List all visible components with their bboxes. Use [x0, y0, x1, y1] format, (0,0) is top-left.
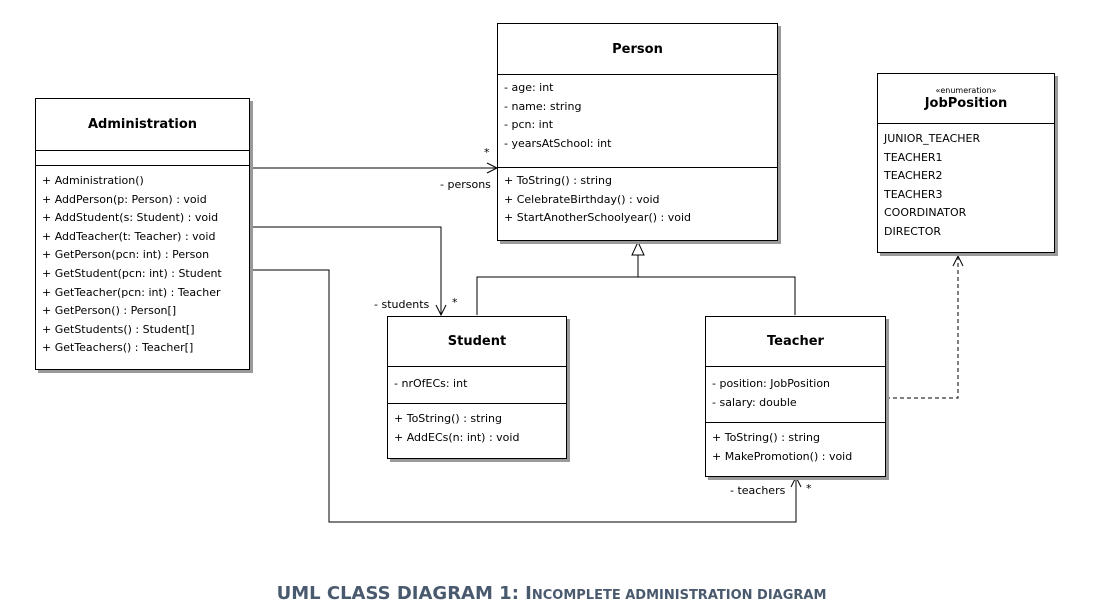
- enum-jobposition-header: «enumeration» JobPosition: [878, 74, 1054, 123]
- dependency-jobposition-arrowhead: [952, 254, 964, 267]
- dependency-jobposition-line: [886, 256, 959, 399]
- attribute-row: - nrOfECs: int: [394, 377, 468, 390]
- operation-row: + GetStudent(pcn: int) : Student: [42, 266, 222, 280]
- operation-row: + AddTeacher(t: Teacher) : void: [42, 229, 216, 243]
- class-student-header: Student: [388, 317, 566, 366]
- class-person-header: Person: [498, 24, 777, 74]
- class-teacher-attributes: - position: JobPosition - salary: double: [706, 366, 885, 422]
- attribute-row: - yearsAtSchool: int: [504, 136, 612, 150]
- association-teachers-line: [250, 269, 797, 523]
- operation-row: + GetTeacher(pcn: int) : Teacher: [42, 285, 221, 299]
- association-teachers-arrowhead: [790, 475, 802, 488]
- enum-literal-row: TEACHER1: [884, 150, 943, 164]
- class-name: Teacher: [767, 334, 824, 349]
- class-administration: Administration + Administration() + AddPe…: [35, 98, 250, 370]
- generalization-teacher-line: [638, 276, 796, 315]
- attribute-row: - pcn: int: [504, 118, 554, 132]
- class-person-attributes: - age: int - name: string - pcn: int - year…: [498, 74, 777, 167]
- enum-literal-row: COORDINATOR: [884, 206, 967, 220]
- generalization-triangle: [631, 240, 645, 256]
- association-students-line: [250, 226, 442, 315]
- enum-jobposition: «enumeration» JobPosition JUNIOR_TEACHER…: [877, 73, 1055, 253]
- attribute-row: - position: JobPosition: [712, 377, 831, 390]
- class-student-operations: + ToString() : string + AddECs(n: int) : …: [388, 403, 566, 451]
- operation-row: + ToString() : string: [394, 412, 502, 425]
- class-name: Person: [612, 41, 663, 57]
- enum-literal-row: TEACHER3: [884, 187, 943, 201]
- operation-row: + GetPerson() : Person[]: [42, 304, 177, 318]
- class-name: Administration: [87, 117, 198, 132]
- association-students-arrowhead: [435, 304, 447, 317]
- generalization-student-line: [476, 276, 638, 315]
- operation-row: + MakePromotion() : void: [712, 449, 853, 463]
- class-student: Student - nrOfECs: int + ToString() : st…: [387, 316, 567, 459]
- class-person-operations: + ToString() : string + CelebrateBirthday…: [498, 167, 777, 232]
- diagram-caption: UML CLASS DIAGRAM 1: INCOMPLETE ADMINIST…: [0, 583, 1103, 604]
- operation-row: + GetStudents() : Student[]: [42, 322, 195, 336]
- operation-row: + ToString() : string: [504, 174, 612, 187]
- operation-row: + GetPerson(pcn: int) : Person: [42, 248, 210, 262]
- caption-rest: NCOMPLETE ADMINISTRATION DIAGRAM: [531, 588, 827, 603]
- class-administration-operations: + Administration() + AddPerson(p: Person)…: [36, 165, 249, 362]
- students-multiplicity: *: [452, 296, 458, 309]
- operation-row: + AddECs(n: int) : void: [394, 430, 520, 444]
- enum-literal-row: TEACHER2: [884, 169, 943, 183]
- operation-row: + Administration(): [42, 174, 144, 187]
- class-student-attributes: - nrOfECs: int: [388, 366, 566, 403]
- attribute-row: - age: int: [504, 81, 554, 94]
- attribute-row: - name: string: [504, 99, 582, 113]
- class-administration-attributes: [36, 150, 249, 165]
- class-teacher-header: Teacher: [706, 317, 885, 366]
- attribute-row: - salary: double: [712, 395, 797, 409]
- caption-prefix: UML CLASS DIAGRAM 1: I: [276, 583, 532, 604]
- operation-row: + AddPerson(p: Person) : void: [42, 192, 207, 206]
- students-role-label: - students: [374, 298, 430, 311]
- operation-row: + AddStudent(s: Student) : void: [42, 211, 219, 225]
- persons-multiplicity: *: [484, 146, 490, 159]
- class-name: Student: [447, 334, 507, 349]
- class-teacher: Teacher - position: JobPosition - salary:…: [705, 316, 886, 477]
- persons-role-label: - persons: [440, 178, 491, 191]
- teachers-role-label: - teachers: [730, 484, 786, 497]
- class-teacher-operations: + ToString() : string + MakePromotion() :…: [706, 422, 885, 470]
- class-administration-header: Administration: [36, 99, 249, 150]
- operation-row: + CelebrateBirthday() : void: [504, 192, 660, 206]
- class-name: JobPosition: [924, 96, 1008, 111]
- teachers-multiplicity: *: [806, 482, 812, 495]
- operation-row: + GetTeachers() : Teacher[]: [42, 341, 194, 355]
- class-person: Person - age: int - name: string - pcn: in…: [497, 23, 778, 241]
- operation-row: + StartAnotherSchoolyear() : void: [504, 211, 692, 225]
- operation-row: + ToString() : string: [712, 431, 820, 444]
- enum-literal-row: JUNIOR_TEACHER: [884, 132, 981, 145]
- enum-literal-row: DIRECTOR: [884, 224, 942, 238]
- enum-stereotype: «enumeration»: [935, 86, 997, 95]
